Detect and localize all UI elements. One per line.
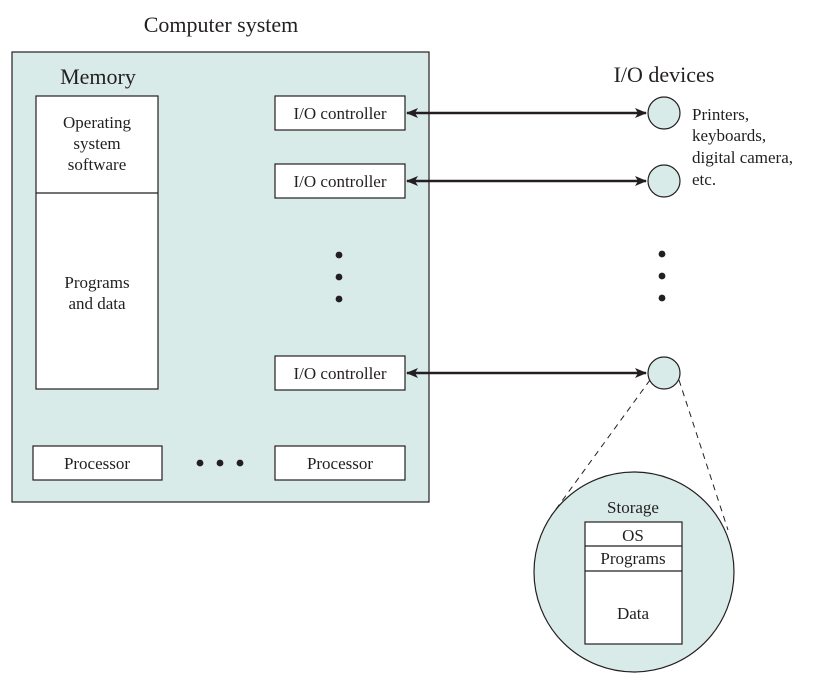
memory-label: Memory xyxy=(60,64,136,89)
processor-2-label: Processor xyxy=(307,454,373,473)
storage-label: Storage xyxy=(607,498,659,517)
processor-1 xyxy=(32,445,163,481)
storage-programs-label: Programs xyxy=(600,549,665,568)
io-controller-2-label: I/O controller xyxy=(294,172,387,191)
diagram-title: Computer system xyxy=(144,12,299,37)
ellipsis-dot xyxy=(335,273,343,281)
memory-programs-line-1: Programs xyxy=(64,273,129,292)
io-device-1 xyxy=(647,96,681,130)
io-device-storage xyxy=(647,356,681,390)
ellipsis-dot xyxy=(658,272,666,280)
io-devices-note-line-1: Printers, xyxy=(692,105,749,124)
ellipsis-dot xyxy=(335,295,343,303)
storage-box xyxy=(584,521,683,645)
io-controller-1-label: I/O controller xyxy=(294,104,387,123)
storage-data-label: Data xyxy=(617,604,650,623)
io-controller-2 xyxy=(274,163,406,199)
memory-box xyxy=(35,95,159,390)
memory-os-line-1: Operating xyxy=(63,113,131,132)
ellipsis-dot xyxy=(658,294,666,302)
ellipsis-dot xyxy=(196,459,204,467)
memory-os-line-2: system xyxy=(73,134,120,153)
io-devices-label: I/O devices xyxy=(614,62,715,87)
io-device-2 xyxy=(647,164,681,198)
ellipsis-dot xyxy=(335,251,343,259)
storage-os-label: OS xyxy=(622,526,644,545)
memory-programs-line-2: and data xyxy=(68,294,126,313)
io-controller-3-label: I/O controller xyxy=(294,364,387,383)
io-devices-note-line-3: digital camera, xyxy=(692,148,793,167)
ellipsis-dot xyxy=(236,459,244,467)
ellipsis-dot xyxy=(216,459,224,467)
io-controller-3 xyxy=(274,355,406,391)
io-devices-note-line-2: keyboards, xyxy=(692,126,766,145)
ellipsis-dot xyxy=(658,250,666,258)
io-controller-1 xyxy=(274,95,406,131)
io-devices-note-line-4: etc. xyxy=(692,170,716,189)
processor-2 xyxy=(274,445,406,481)
processor-1-label: Processor xyxy=(64,454,130,473)
memory-os-line-3: software xyxy=(68,155,127,174)
zoom-line-right xyxy=(678,379,729,531)
